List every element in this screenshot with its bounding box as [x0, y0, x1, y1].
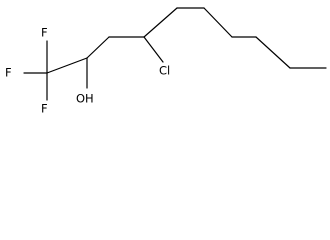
atom-labels: F F F OH Cl — [5, 26, 170, 116]
atom-label-f-left: F — [5, 66, 12, 80]
atom-label-f-top: F — [41, 26, 48, 40]
atom-label-f-bottom: F — [41, 102, 48, 116]
atom-label-chlorine: Cl — [159, 64, 170, 78]
atom-label-hydroxyl: OH — [76, 92, 94, 106]
bond-c2-c3 — [86, 36, 110, 59]
bond-c6-c7 — [203, 7, 233, 38]
bond-c1-c2 — [46, 57, 88, 74]
bond-lines — [23, 7, 327, 101]
bond-c4-c5 — [143, 7, 178, 38]
bond-c4-cl — [143, 36, 164, 63]
skeletal-formula: F F F OH Cl — [5, 7, 327, 116]
bond-c8-c9 — [255, 36, 291, 69]
